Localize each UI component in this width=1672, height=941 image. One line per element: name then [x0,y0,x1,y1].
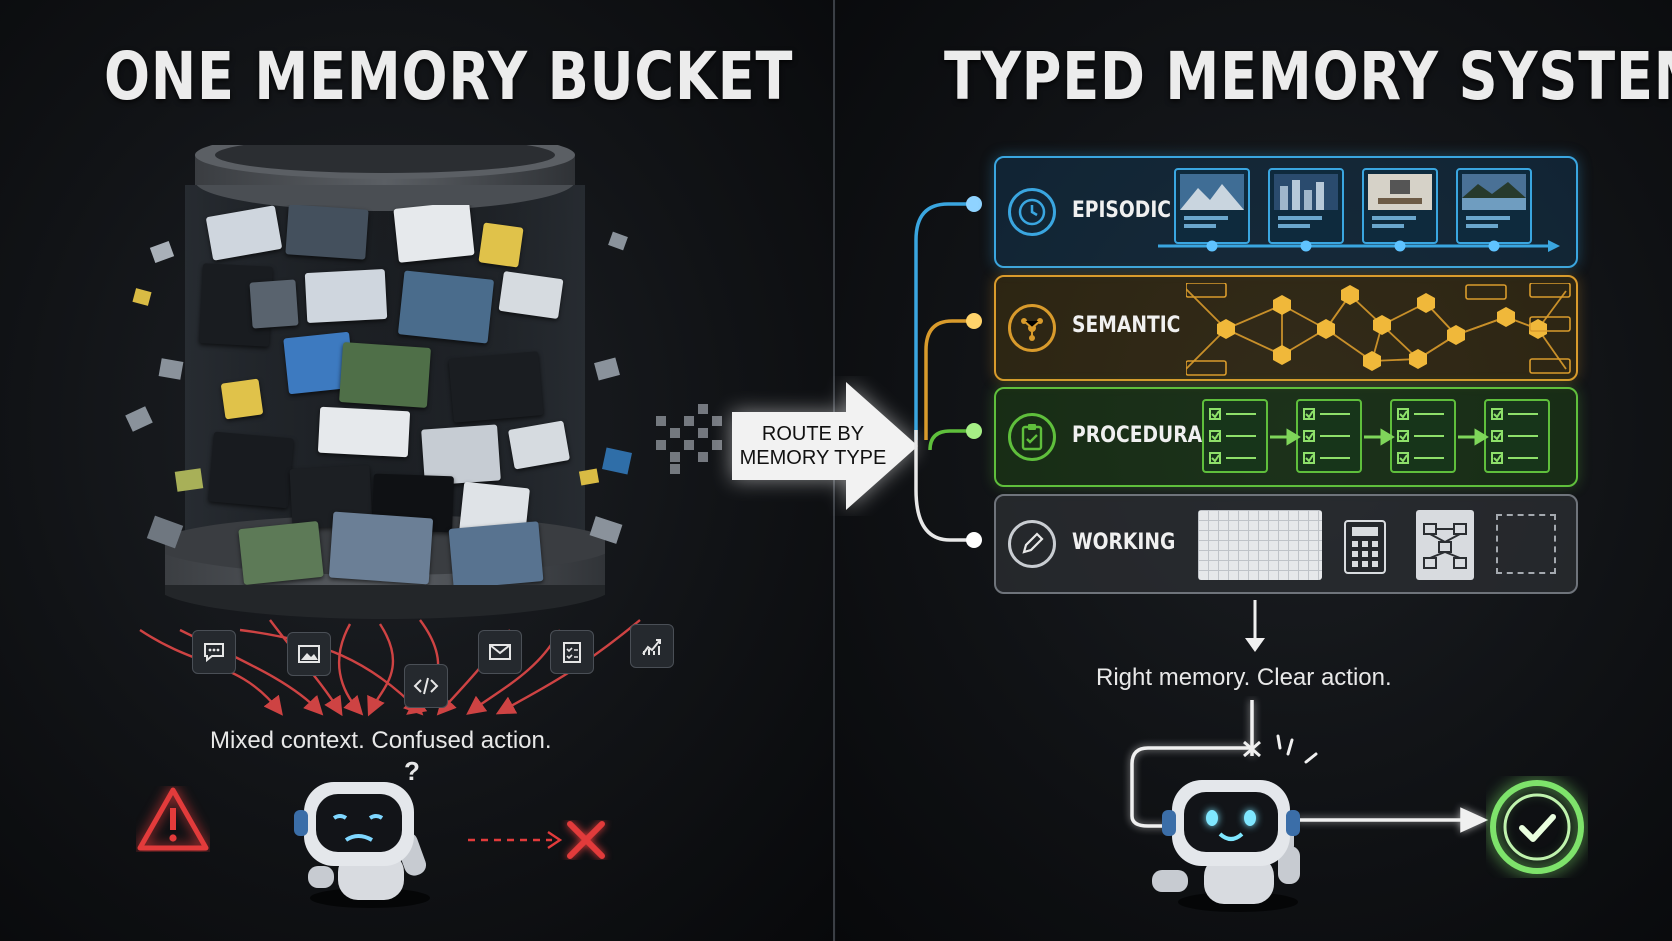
left-title: ONE MEMORY BUCKET [104,38,794,115]
debris-card [174,468,204,492]
photo-card [448,521,544,585]
code-icon [404,664,448,708]
avatar-card [249,279,299,329]
procedure-flow-arrows [1270,428,1489,446]
sticky-note [478,222,524,268]
action-path [1130,700,1489,833]
sticky-note [220,378,264,420]
working-row: WORKING [994,494,1578,594]
semantic-label: SEMANTIC [1072,313,1181,338]
mail-card [507,420,571,470]
warning-icon [137,787,209,851]
question-mark: ? [404,756,420,786]
debris-card [158,358,184,380]
right-title: TYPED MEMORY SYSTEM [944,38,1672,115]
episode-card-city [1268,168,1344,244]
pencil-icon [1008,520,1056,568]
note-card [205,205,283,261]
debris-card [594,357,620,381]
calculator-icon [1344,520,1386,574]
photo-card [397,270,495,344]
debris-card [132,288,152,306]
right-caption: Right memory. Clear action. [1096,664,1392,691]
note-card [285,205,369,260]
scratchpad-grid [1198,510,1322,580]
working-label: WORKING [1072,530,1176,555]
chart-icon [630,624,674,668]
clipboard-icon [1008,413,1056,461]
left-caption: Mixed context. Confused action. [210,727,552,754]
empty-slot [1496,514,1556,574]
episode-card-lake [1456,168,1532,244]
photo-card [238,520,324,585]
confused-robot [294,782,430,908]
episodic-label: EPISODIC [1072,198,1172,223]
debris-card [125,406,153,432]
clock-icon [1008,188,1056,236]
route-arrow: ROUTE BY MEMORY TYPE [646,376,930,516]
debris-card [608,231,628,251]
photo-card [328,511,434,585]
chat-card [317,406,411,458]
mail-card [498,271,564,319]
happy-robot [1152,780,1300,912]
procedure-step-3 [1390,399,1456,473]
bucket-contents [191,205,579,585]
episodic-row: EPISODIC [994,156,1578,268]
route-label-line1: ROUTE BY [761,423,865,445]
debris-card [601,447,633,475]
chat-icon [192,630,236,674]
chat-card [304,268,388,324]
procedural-label: PROCEDURAL [1072,423,1215,448]
procedure-step-1 [1202,399,1268,473]
knowledge-graph [1186,283,1571,376]
photo-card [339,342,431,408]
code-card [208,431,294,509]
episode-card-mountains [1174,168,1250,244]
failed-action-arrow [468,821,605,859]
flowchart-icon [1416,510,1474,580]
route-label: ROUTE BY MEMORY TYPE [738,422,888,470]
code-card [448,351,544,423]
left-panel: ONE MEMORY BUCKET [0,0,834,941]
procedural-row: PROCEDURAL [994,387,1578,487]
mail-icon [478,630,522,674]
down-arrow [1245,600,1265,652]
route-label-line2: MEMORY TYPE [739,447,887,469]
router-branches [914,196,982,548]
episode-card-office [1362,168,1438,244]
check-circle-icon [1490,780,1584,874]
memory-bucket [165,145,605,635]
note-card [393,205,475,263]
network-icon [1008,304,1056,352]
image-icon [287,632,331,676]
semantic-row: SEMANTIC [994,275,1578,381]
checklist-icon [550,630,594,674]
procedure-step-4 [1484,399,1550,473]
timeline-arrow [1158,240,1560,252]
